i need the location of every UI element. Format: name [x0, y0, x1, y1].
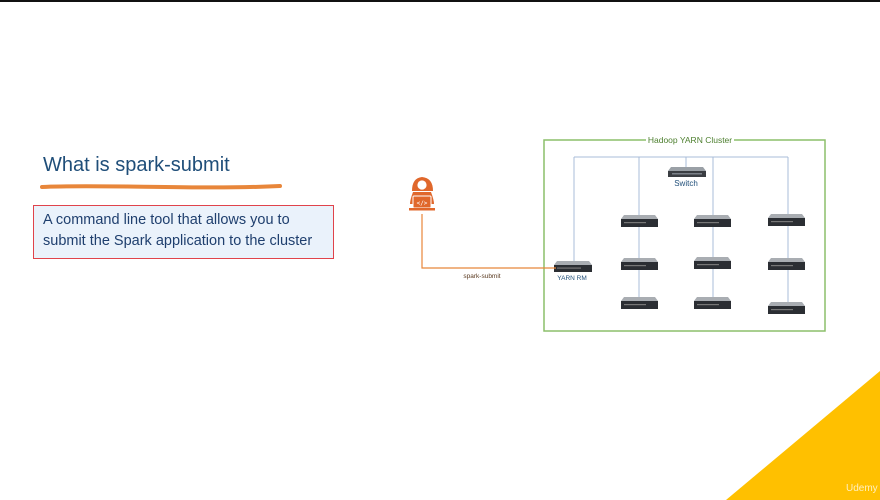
server-icon [694, 297, 731, 309]
spark-submit-connection [421, 214, 556, 269]
server-icon [621, 297, 658, 309]
watermark-text: Udemy [846, 483, 878, 494]
server-icon [621, 215, 658, 227]
definition-line-1: A command line tool that allows you to [43, 212, 290, 228]
network-lines [573, 156, 789, 306]
server-icon [768, 258, 805, 270]
switch-icon [668, 167, 706, 177]
server-icon [694, 257, 731, 269]
cluster-label: Hadoop YARN Cluster [648, 135, 732, 145]
spark-submit-label: spark-submit [463, 273, 500, 280]
definition-box: A command line tool that allows you to s… [33, 205, 334, 259]
definition-line-2: submit the Spark application to the clus… [43, 233, 313, 249]
title-underline [40, 184, 282, 190]
slide-title: What is spark-submit [43, 154, 230, 176]
server-icon [768, 214, 805, 226]
yarn-rm-label: YARN RM [557, 275, 587, 282]
yarn-rm-server-icon [554, 261, 592, 272]
developer-laptop-icon: </> [409, 177, 435, 211]
switch-label: Switch [674, 179, 698, 188]
server-icon [768, 302, 805, 314]
server-icon [621, 258, 658, 270]
svg-text:</>: </> [417, 200, 428, 207]
top-edge-bar [0, 0, 880, 2]
server-icon [694, 215, 731, 227]
